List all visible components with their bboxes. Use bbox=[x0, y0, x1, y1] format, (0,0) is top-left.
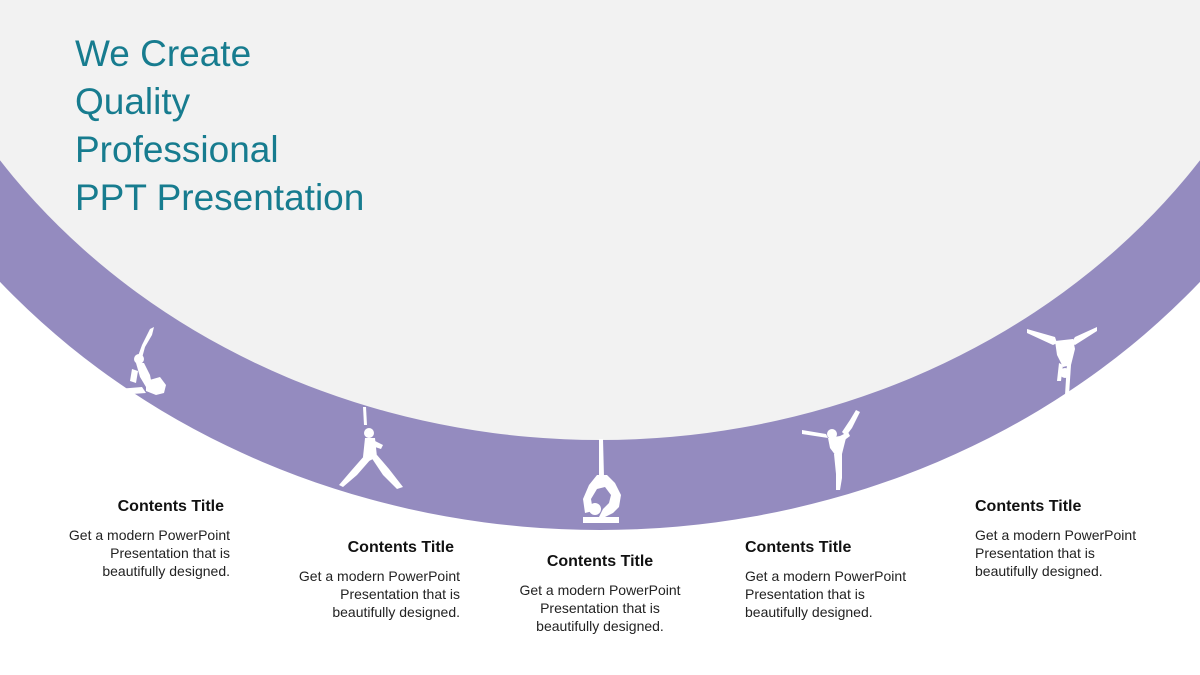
content-item-description: Get a modern PowerPoint Presentation tha… bbox=[298, 568, 460, 620]
content-item-title: Contents Title bbox=[546, 553, 654, 570]
yoga-warrior-pose-icon bbox=[339, 407, 403, 489]
top-light-area bbox=[0, 0, 1200, 440]
content-item-title: Contents Title bbox=[975, 498, 1082, 515]
headline-line-4: PPT Presentation bbox=[75, 177, 365, 218]
yoga-handstand-pose-icon bbox=[1027, 327, 1097, 395]
content-item-title: Contents Title bbox=[745, 539, 852, 556]
content-item-description: Get a modern PowerPoint Presentation tha… bbox=[519, 582, 681, 634]
content-item-4: Contents Title Get a modern PowerPoint P… bbox=[745, 539, 925, 621]
content-item-2: Contents Title Get a modern PowerPoint P… bbox=[280, 539, 460, 621]
content-item-5: Contents Title Get a modern PowerPoint P… bbox=[975, 498, 1155, 580]
content-item-title: Contents Title bbox=[347, 539, 454, 556]
content-item-3: Contents Title Get a modern PowerPoint P… bbox=[510, 553, 690, 635]
yoga-backbend-pose-icon bbox=[583, 439, 621, 523]
headline-line-3: Professional bbox=[75, 129, 279, 170]
headline: We Create Quality Professional PPT Prese… bbox=[75, 30, 364, 222]
content-item-description: Get a modern PowerPoint Presentation tha… bbox=[975, 527, 1137, 579]
yoga-pigeon-pose-icon bbox=[118, 327, 166, 395]
headline-line-2: Quality bbox=[75, 81, 191, 122]
yoga-dancer-pose-icon bbox=[802, 410, 860, 490]
content-item-title: Contents Title bbox=[117, 498, 224, 515]
content-item-1: Contents Title Get a modern PowerPoint P… bbox=[50, 498, 230, 580]
content-item-description: Get a modern PowerPoint Presentation tha… bbox=[68, 527, 230, 579]
headline-line-1: We Create bbox=[75, 33, 252, 74]
content-item-description: Get a modern PowerPoint Presentation tha… bbox=[745, 568, 907, 620]
